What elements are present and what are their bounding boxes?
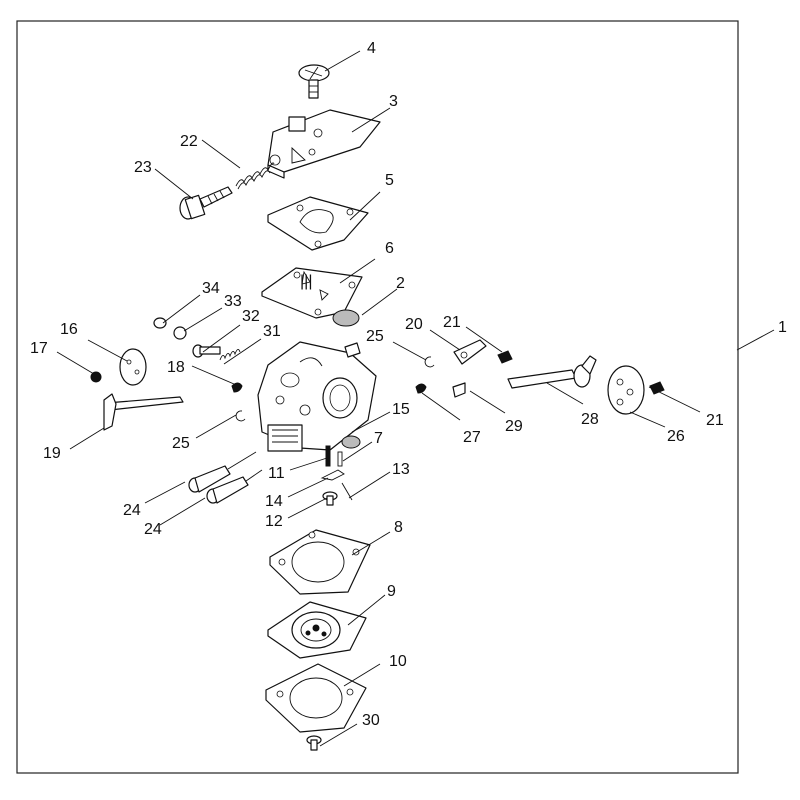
callout-8: 8 (394, 519, 403, 536)
callout-18: 18 (167, 359, 185, 376)
part-screw-12 (322, 491, 338, 506)
part-carburetor-body-1 (257, 341, 377, 452)
callout-31: 31 (263, 323, 281, 340)
part-needle-11 (325, 445, 331, 467)
part-plug-15 (341, 435, 361, 449)
part-diaphragm-9 (267, 601, 367, 659)
part-adjusting-screw-23 (179, 186, 233, 220)
part-needle-24-upper (188, 451, 257, 493)
part-lever-20 (453, 339, 487, 365)
callout-25-right: 25 (366, 328, 384, 345)
part-ball-33 (173, 326, 187, 340)
part-screw-21-left (497, 350, 513, 364)
callout-2: 2 (396, 275, 405, 292)
callout-19: 19 (43, 445, 61, 462)
callout-21-right: 21 (706, 412, 724, 429)
callout-27: 27 (463, 429, 481, 446)
callout-30: 30 (362, 712, 380, 729)
callout-33: 33 (224, 293, 242, 310)
diagram-frame (16, 20, 739, 774)
callout-numbers: 1 2 3 4 5 6 7 8 9 10 11 12 13 14 15 16 1… (30, 40, 787, 729)
callout-10: 10 (389, 653, 407, 670)
svg-text:|||: ||| (300, 273, 312, 290)
part-spring-27 (415, 383, 427, 394)
callout-22: 22 (180, 133, 198, 150)
part-disk-26 (607, 365, 645, 415)
part-cover-10 (265, 663, 367, 733)
callout-32: 32 (242, 308, 260, 325)
part-washer-29 (452, 382, 466, 398)
part-screw-21-right (649, 381, 665, 395)
part-screw-17 (90, 371, 102, 383)
callout-21-upper: 21 (443, 314, 461, 331)
callout-24-upper: 24 (123, 502, 141, 519)
callout-23: 23 (134, 159, 152, 176)
callout-11: 11 (268, 465, 285, 482)
leader-lines (56, 50, 775, 747)
callout-20: 20 (405, 316, 423, 333)
callout-6: 6 (385, 240, 394, 257)
callout-25-left: 25 (172, 435, 190, 452)
part-screw-30 (306, 735, 322, 751)
callout-16: 16 (60, 321, 78, 338)
part-filter-2 (332, 309, 360, 327)
callout-24-lower: 24 (144, 521, 162, 538)
part-gasket-6: ||| (261, 267, 363, 319)
part-clip-25-left (235, 410, 246, 422)
callout-9: 9 (387, 583, 396, 600)
callout-34: 34 (202, 280, 220, 297)
callout-15: 15 (392, 401, 410, 418)
part-clip-25-right (424, 356, 435, 368)
part-spring-18 (231, 382, 243, 393)
callout-14: 14 (265, 493, 283, 510)
callout-26: 26 (667, 428, 685, 445)
part-shaft-19 (103, 393, 184, 431)
callout-3: 3 (389, 93, 398, 110)
part-spring-31 (219, 349, 241, 361)
part-disk-16 (119, 348, 147, 386)
part-diaphragm-5 (267, 196, 369, 251)
part-plug-34 (153, 317, 167, 329)
part-lever-14 (320, 469, 345, 481)
part-pin-32 (192, 344, 221, 358)
part-needle-24-lower (206, 469, 263, 504)
callout-4: 4 (367, 40, 376, 57)
part-spring-22 (235, 162, 275, 190)
callout-1: 1 (778, 319, 787, 336)
part-shaft-28 (507, 355, 597, 389)
callout-13: 13 (392, 461, 410, 478)
part-gasket-8 (269, 529, 371, 595)
callout-28: 28 (581, 411, 599, 428)
part-pump-cover-3 (267, 109, 381, 179)
callout-5: 5 (385, 172, 394, 189)
callout-29: 29 (505, 418, 523, 435)
part-screw-4 (298, 64, 330, 99)
callout-7: 7 (374, 430, 383, 447)
part-pin-7 (337, 451, 343, 467)
callout-17: 17 (30, 340, 48, 357)
callout-12: 12 (265, 513, 283, 530)
